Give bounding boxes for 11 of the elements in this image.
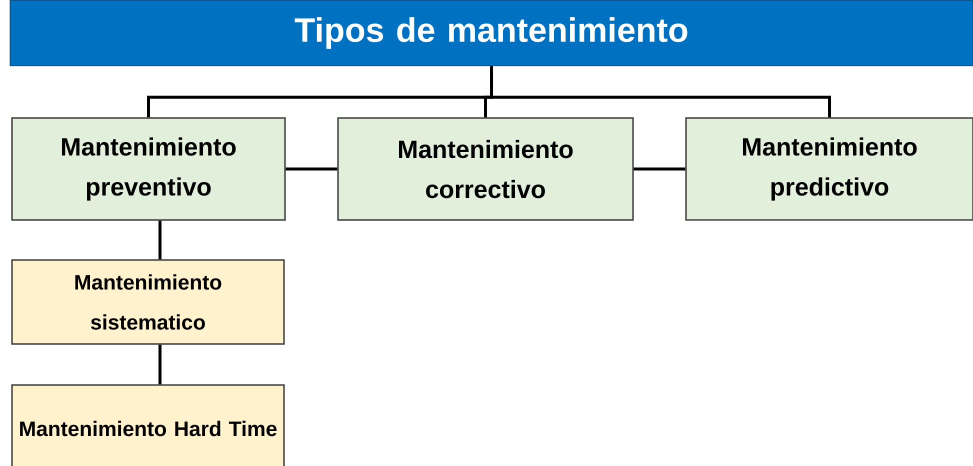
connector-line (158, 220, 162, 260)
connector-line (634, 168, 686, 170)
connector-line (490, 66, 831, 118)
connector-line (158, 344, 162, 384)
title-bar: Tipos de mantenimiento (10, 0, 973, 66)
subcategory-box: Mantenimiento Hard Time (11, 384, 285, 466)
category-box: Mantenimiento correctivo (337, 117, 634, 221)
subcategory-box: Mantenimiento sistematico (11, 259, 285, 345)
connector-line (286, 168, 338, 170)
category-box: Mantenimiento preventivo (11, 117, 286, 221)
category-box: Mantenimiento predictivo (685, 117, 973, 221)
